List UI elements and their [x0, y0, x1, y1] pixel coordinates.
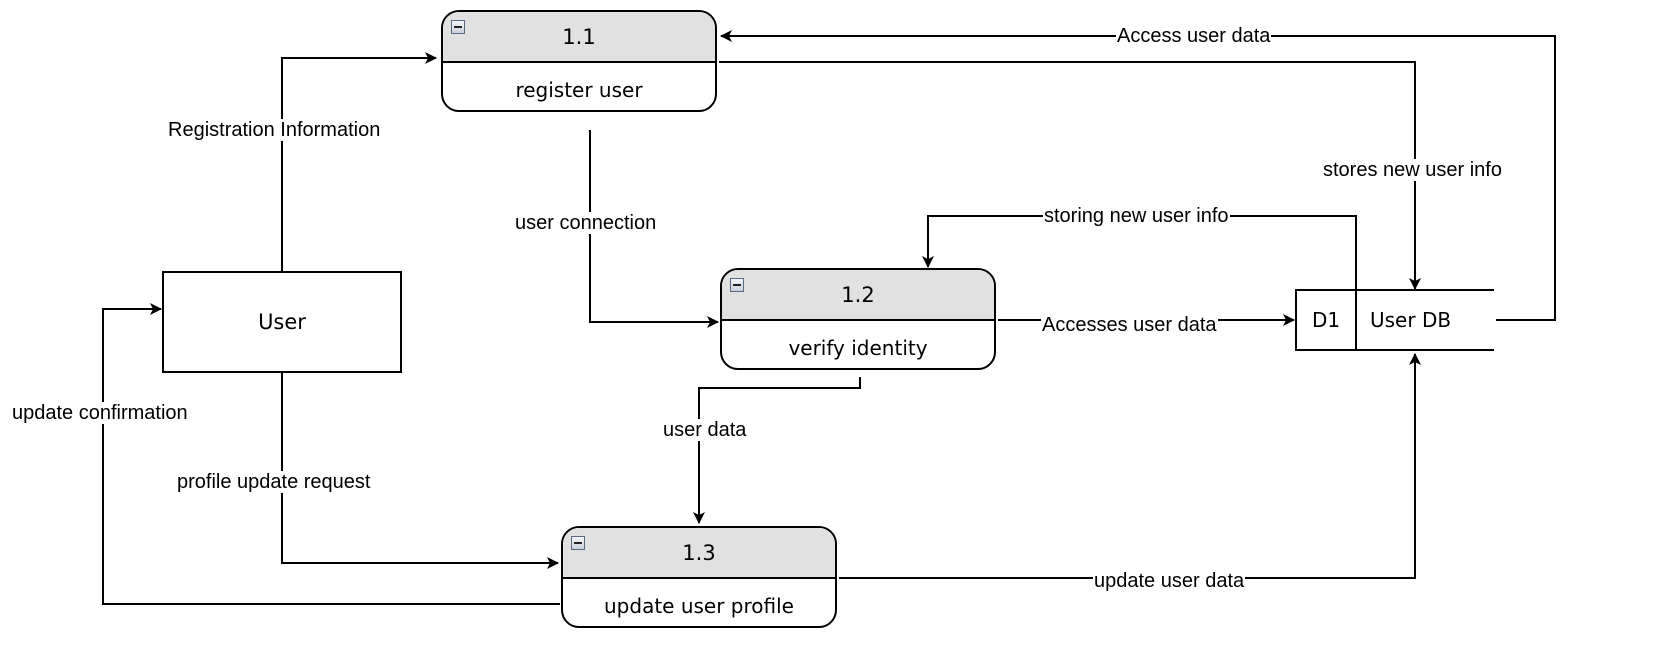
- label-storing-new-user-info: storing new user info: [1043, 205, 1230, 227]
- data-store-outline: [1295, 289, 1494, 351]
- process-id: 1.3: [682, 541, 716, 565]
- process-update-user-profile[interactable]: 1.3 update user profile: [561, 526, 837, 628]
- label-user-data: user data: [662, 419, 748, 441]
- label-update-user-data: update user data: [1093, 570, 1246, 592]
- process-header: 1.2: [722, 270, 994, 321]
- flow-stores-new-user-info: [719, 61, 1421, 290]
- process-header: 1.1: [443, 12, 715, 63]
- flow-user-data: [693, 377, 861, 524]
- label-access-user-data: Access user data: [1116, 25, 1272, 47]
- process-name: verify identity: [788, 336, 928, 360]
- label-registration-information: Registration Information: [167, 119, 382, 141]
- process-name: register user: [515, 78, 643, 102]
- collapse-icon[interactable]: [571, 536, 585, 550]
- flow-update-confirmation: [102, 303, 560, 605]
- flow-update-user-data: [839, 353, 1421, 579]
- data-store-name: User DB: [1370, 308, 1452, 332]
- label-accesses-user-data: Accesses user data: [1041, 314, 1218, 336]
- process-register-user[interactable]: 1.1 register user: [441, 10, 717, 112]
- entity-label: User: [258, 310, 306, 334]
- label-profile-update-request: profile update request: [176, 471, 372, 493]
- label-update-confirmation: update confirmation: [11, 402, 189, 424]
- data-store-id: D1: [1311, 308, 1341, 332]
- flow-user-connection: [589, 130, 719, 328]
- collapse-icon[interactable]: [451, 20, 465, 34]
- process-id: 1.1: [562, 25, 596, 49]
- collapse-icon[interactable]: [730, 278, 744, 292]
- flow-profile-update-request: [281, 373, 559, 569]
- flow-registration-information: [281, 52, 437, 271]
- label-user-connection: user connection: [514, 212, 658, 234]
- process-verify-identity[interactable]: 1.2 verify identity: [720, 268, 996, 370]
- external-entity-user[interactable]: User: [162, 271, 402, 373]
- label-stores-new-user-info: stores new user info: [1322, 159, 1503, 181]
- process-name: update user profile: [604, 594, 794, 618]
- process-header: 1.3: [563, 528, 835, 579]
- process-id: 1.2: [841, 283, 875, 307]
